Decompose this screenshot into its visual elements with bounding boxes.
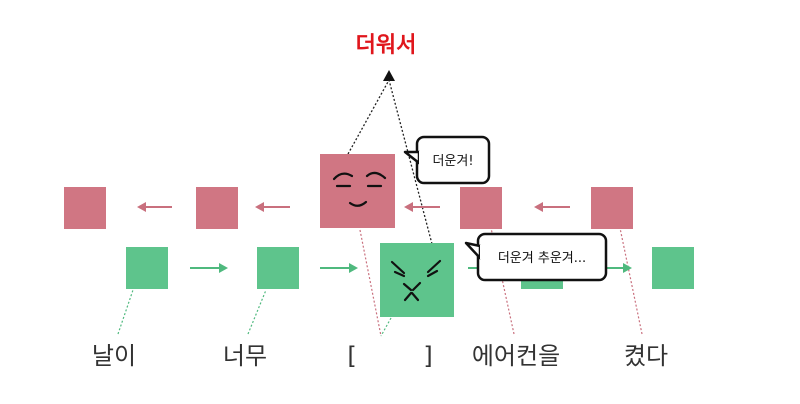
dotted-line-backward-to-output	[347, 79, 390, 155]
speech-bubble-top: 더운겨!	[403, 135, 491, 185]
bubble-bottom-text: 더운겨 추운겨...	[498, 251, 586, 266]
forward-cell-5	[652, 247, 694, 289]
blank-bracket-open: [	[347, 342, 356, 370]
dotted-line-blank-green	[380, 317, 392, 337]
forward-cell-1	[126, 247, 168, 289]
word-4: 에어컨을	[472, 342, 560, 370]
word-2: 너무	[223, 342, 267, 370]
output-arrowhead	[383, 70, 395, 81]
backward-cell-blank	[320, 154, 395, 228]
happy-face-icon	[332, 171, 387, 207]
word-5: 켰다	[624, 342, 668, 370]
connector-word2	[247, 289, 267, 335]
arrow-left-icon	[137, 202, 172, 212]
arrow-right-icon	[320, 263, 358, 273]
speech-bubble-bottom: 더운겨 추운겨...	[464, 232, 608, 282]
forward-cell-blank	[380, 243, 454, 317]
output-title: 더워서	[356, 33, 417, 58]
backward-cell-5	[591, 187, 633, 229]
arrow-right-icon	[190, 263, 228, 273]
arrow-left-icon	[534, 202, 570, 212]
backward-cell-1	[64, 187, 106, 229]
connector-word5	[619, 227, 643, 335]
backward-cell-2	[196, 187, 238, 229]
arrow-left-icon	[255, 202, 290, 212]
bubble-top-text: 더운겨!	[432, 154, 473, 169]
connector-word1	[117, 289, 134, 335]
word-1: 날이	[92, 342, 136, 370]
backward-cell-4	[460, 187, 502, 229]
blank-bracket-close: ]	[423, 342, 432, 370]
angry-face-icon	[390, 259, 442, 302]
dotted-line-blank-pink	[359, 229, 382, 337]
dotted-line-forward-to-output	[388, 79, 433, 245]
arrow-left-icon	[404, 202, 440, 212]
forward-cell-2	[257, 247, 299, 289]
